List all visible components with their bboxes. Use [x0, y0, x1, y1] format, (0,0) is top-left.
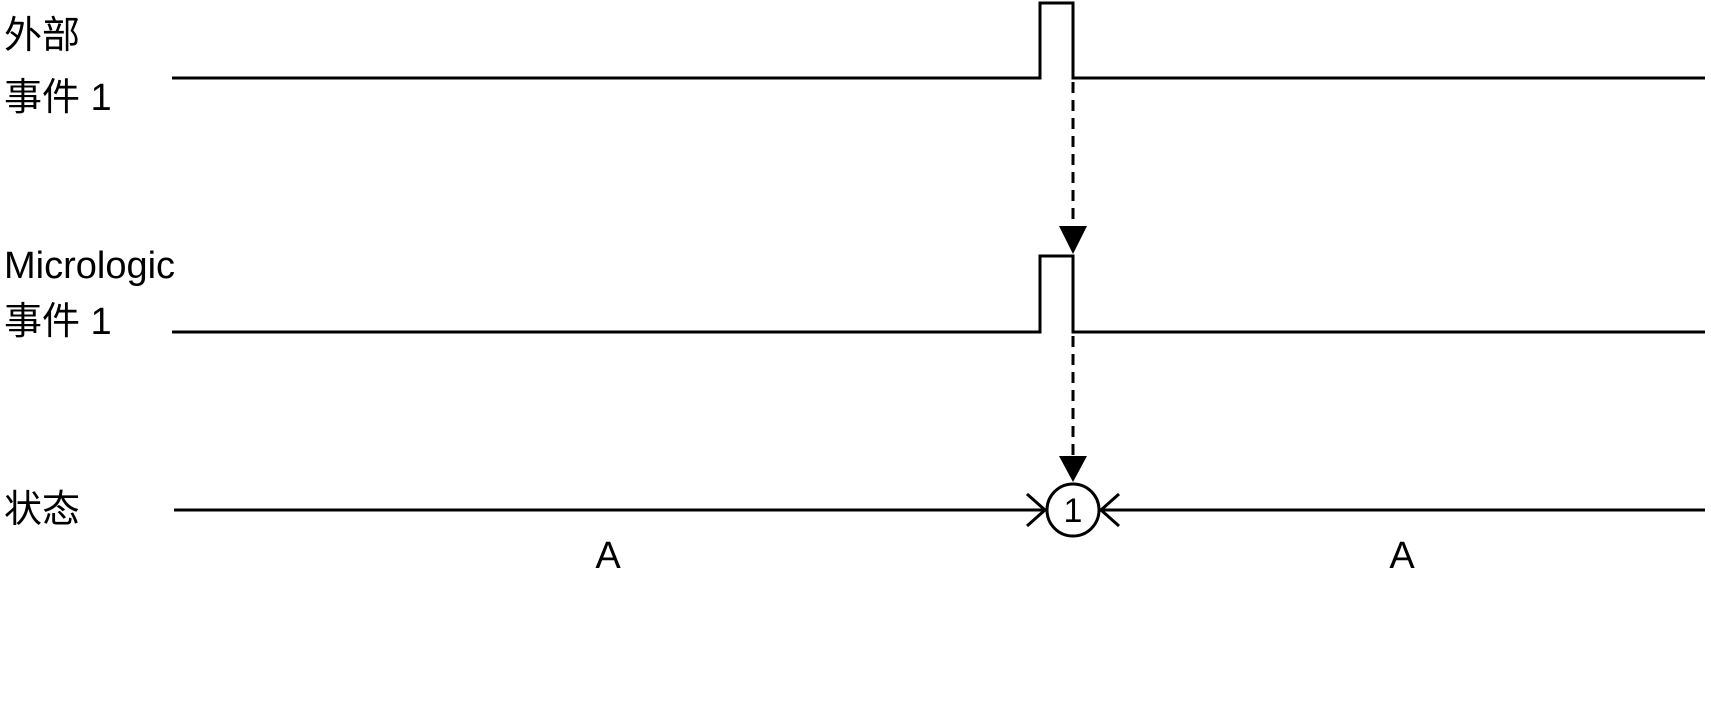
signal-micrologic-event: Micrologic 事件 1	[4, 245, 1705, 343]
signal-label-line: 事件 1	[4, 77, 112, 119]
signal-label-line: Micrologic	[4, 245, 175, 287]
signal-external-event: 外部 事件 1	[4, 1, 1705, 119]
state-arrowhead-right	[1098, 492, 1120, 528]
signal-label-line: 状态	[4, 489, 80, 531]
state-segment-label: A	[1389, 535, 1415, 577]
arrow-external-to-micrologic	[1059, 82, 1087, 254]
signal-label-line: 事件 1	[4, 301, 112, 343]
state-segment-label: A	[595, 535, 621, 577]
signal-label-line: 外部	[4, 15, 80, 57]
state-marker-text: 1	[1064, 492, 1083, 530]
arrow-micrologic-to-state	[1059, 336, 1087, 482]
state-arrowhead-left	[1026, 492, 1048, 528]
waveform-external-event	[172, 1, 1705, 80]
waveform-micrologic-event	[172, 254, 1705, 334]
signal-state: 状态 1 A A	[4, 482, 1705, 577]
